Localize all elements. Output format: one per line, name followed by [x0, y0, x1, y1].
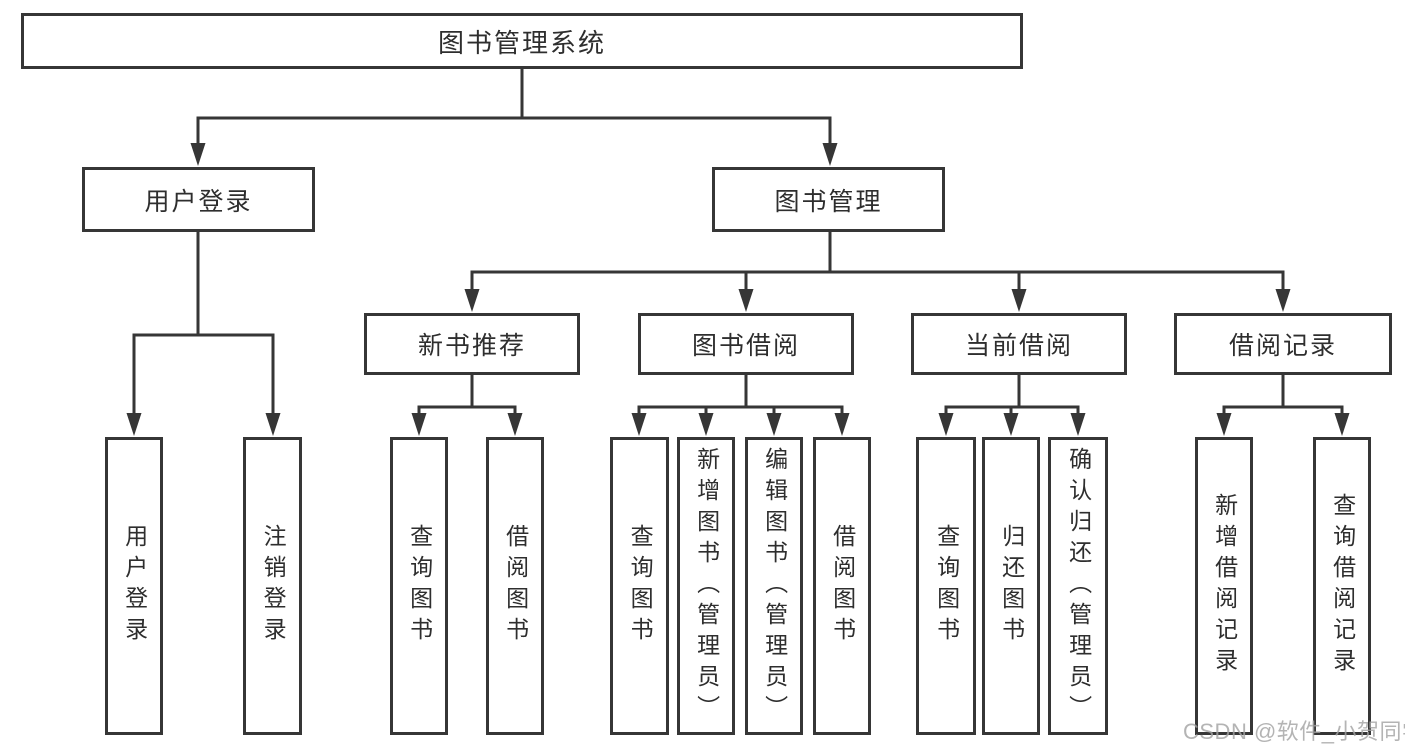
node-book-management-label: 图书管理	[774, 187, 883, 216]
node-new-book-recommend-label: 新书推荐	[417, 332, 526, 360]
leaf-cb-confirm-return-admin: 确认归还（管理员）	[1048, 437, 1108, 735]
leaf-cb-confirm-return-admin-label: 确认归还（管理员）	[1065, 446, 1092, 726]
leaf-nb-query-book: 查询图书	[390, 437, 448, 735]
csdn-watermark: CSDN @软件_小贺同学	[1183, 719, 1405, 744]
leaf-cb-return-book-label: 归还图书	[998, 524, 1025, 648]
leaf-logout: 注销登录	[243, 437, 302, 735]
node-borrow-record-label: 借阅记录	[1228, 332, 1337, 360]
leaf-bb-query-book: 查询图书	[610, 437, 669, 735]
leaf-nb-borrow-book: 借阅图书	[486, 437, 544, 735]
leaf-br-query-record-label: 查询借阅记录	[1329, 493, 1356, 679]
node-current-borrow-label: 当前借阅	[964, 332, 1073, 360]
node-new-book-recommend: 新书推荐	[364, 313, 580, 375]
leaf-bb-add-book-admin-label: 新增图书（管理员）	[693, 446, 720, 726]
node-book-management: 图书管理	[712, 167, 945, 232]
node-book-borrow: 图书借阅	[638, 313, 854, 375]
leaf-cb-return-book: 归还图书	[982, 437, 1040, 735]
leaf-bb-query-book-label: 查询图书	[627, 524, 654, 648]
leaf-user-login: 用户登录	[105, 437, 163, 735]
leaf-bb-edit-book-admin-label: 编辑图书（管理员）	[761, 446, 788, 726]
leaf-br-add-record: 新增借阅记录	[1195, 437, 1253, 735]
node-user-login: 用户登录	[82, 167, 315, 232]
leaf-bb-add-book-admin: 新增图书（管理员）	[677, 437, 735, 735]
leaf-nb-query-book-label: 查询图书	[406, 524, 433, 648]
leaf-cb-query-book-label: 查询图书	[933, 524, 960, 648]
node-borrow-record: 借阅记录	[1174, 313, 1392, 375]
leaf-bb-edit-book-admin: 编辑图书（管理员）	[745, 437, 803, 735]
leaf-user-login-label: 用户登录	[121, 524, 148, 648]
node-root: 图书管理系统	[21, 13, 1023, 69]
node-user-login-label: 用户登录	[144, 187, 253, 216]
node-current-borrow: 当前借阅	[911, 313, 1127, 375]
arrowheads	[126, 143, 1350, 436]
leaf-bb-borrow-book: 借阅图书	[813, 437, 871, 735]
leaf-bb-borrow-book-label: 借阅图书	[829, 524, 856, 648]
node-book-borrow-label: 图书借阅	[691, 332, 800, 360]
node-root-label: 图书管理系统	[437, 27, 606, 58]
leaf-br-query-record: 查询借阅记录	[1313, 437, 1371, 735]
leaf-logout-label: 注销登录	[260, 524, 287, 648]
leaf-br-add-record-label: 新增借阅记录	[1211, 493, 1238, 679]
leaf-nb-borrow-book-label: 借阅图书	[502, 524, 529, 648]
leaf-cb-query-book: 查询图书	[916, 437, 976, 735]
